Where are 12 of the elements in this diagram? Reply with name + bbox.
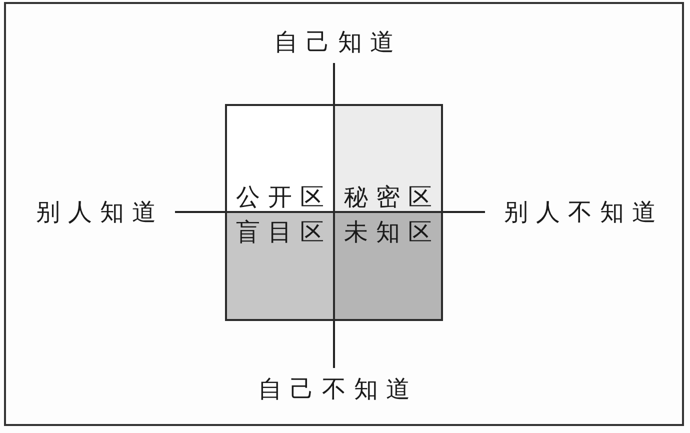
quadrant-label: 未知区 (343, 219, 440, 246)
axis-label: 别人不知道 (503, 198, 664, 226)
axis-label: 别人知道 (35, 198, 164, 226)
quadrant-label: 公开区 (235, 184, 332, 210)
axis-label: 自己知道 (273, 28, 402, 56)
quadrant-box (333, 211, 443, 321)
quadrant-box (225, 104, 335, 213)
axis-label: 自己不知道 (257, 376, 418, 402)
quadrant-label: 秘密区 (343, 184, 440, 210)
quadrant-box (333, 104, 443, 213)
quadrant-box (225, 211, 335, 321)
quadrant-label: 盲目区 (235, 219, 332, 246)
